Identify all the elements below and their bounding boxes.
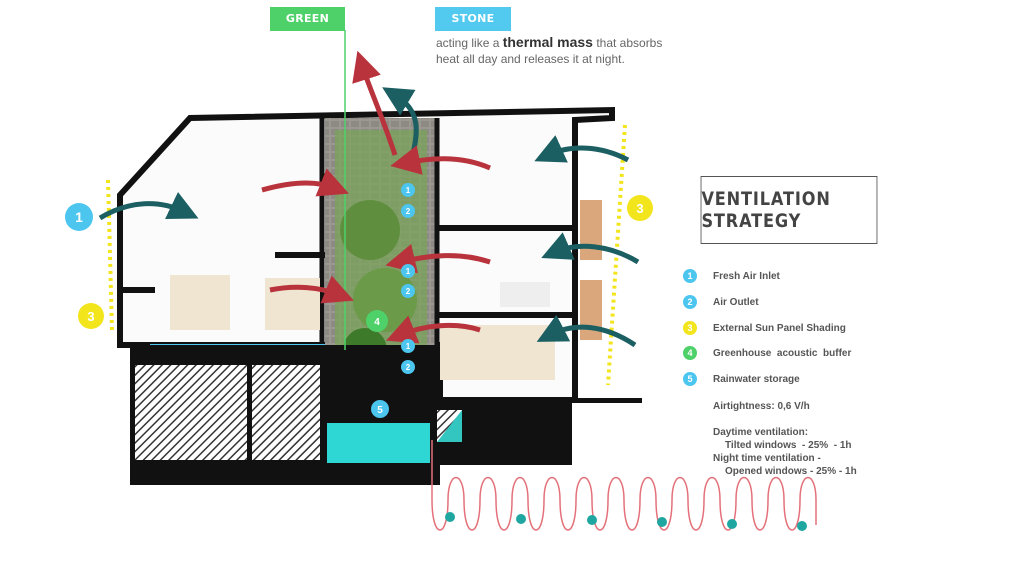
legend-label: Fresh Air Inlet [713,270,780,282]
svg-text:3: 3 [87,309,94,324]
svg-text:1: 1 [406,186,411,195]
rainwater-tank [327,423,430,463]
legend-item: 3 External Sun Panel Shading [683,321,846,335]
legend-label: Greenhouse acoustic buffer [713,347,852,359]
svg-text:4: 4 [374,317,380,328]
legend-label: External Sun Panel Shading [713,322,846,334]
svg-text:5: 5 [377,405,383,416]
daytime-title: Daytime ventilation: [713,427,809,438]
legend-marker: 1 [683,269,697,283]
svg-text:2: 2 [406,363,411,372]
desc-bold: thermal mass [502,34,593,50]
legend-marker: 2 [683,295,697,309]
daytime-value: Tilted windows - 25% - 1h [725,440,852,451]
legend-marker: 4 [683,346,697,360]
legend-item: 5 Rainwater storage [683,372,800,386]
legend-item: 1 Fresh Air Inlet [683,269,780,283]
legend-marker: 5 [683,372,697,386]
svg-text:3: 3 [636,201,643,216]
legend-marker: 3 [683,321,697,335]
shading-panels [106,124,627,386]
svg-text:2: 2 [406,207,411,216]
stone-wall-label: STONE WALL [435,7,511,49]
svg-text:1: 1 [406,342,411,351]
svg-text:1: 1 [406,267,411,276]
desc-text: acting like a [436,36,503,50]
nighttime-title: Night time ventilation - [713,453,821,464]
stone-wall-description: acting like a thermal mass that absorbs … [436,34,666,67]
nighttime-value: Opened windows - 25% - 1h [725,466,857,477]
legend-item: 2 Air Outlet [683,295,759,309]
legend-label: Rainwater storage [713,373,800,385]
legend-item: 4 Greenhouse acoustic buffer [683,346,851,360]
airtightness: Airtightness: 0,6 V/h [713,401,810,412]
green-wall-label: GREEN WALL [270,7,345,49]
geothermal-pipe [431,440,817,531]
svg-text:1: 1 [75,209,83,225]
svg-text:2: 2 [406,287,411,296]
legend-title: VENTILATION STRATEGY [700,176,878,244]
diagram-markers: 1 3 3 4 5 1 2 1 2 1 2 [65,183,653,418]
desc-text: that absorbs heat all day and releases i… [436,36,663,66]
building [117,30,642,485]
airflow-arrows [98,50,640,348]
legend-label: Air Outlet [713,296,759,308]
